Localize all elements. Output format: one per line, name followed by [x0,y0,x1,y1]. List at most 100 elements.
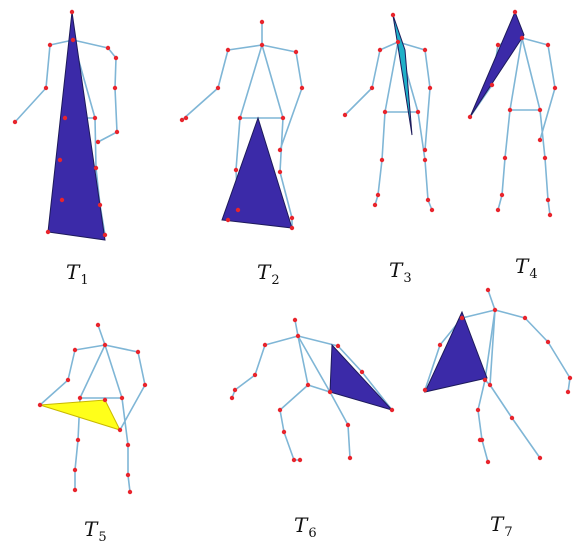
skeleton-joint [281,116,285,120]
skeleton-joint [98,203,102,207]
skeleton-joint [380,158,384,162]
skeleton-bone [122,398,128,445]
skeleton-bone [372,50,380,88]
skeleton-joint [343,113,347,117]
skeleton-bone [490,385,512,418]
skeleton-joint [38,403,42,407]
joint-triangle [393,15,412,135]
skeleton-bone [385,42,398,112]
skeleton-joint [300,86,304,90]
skeleton-joint [546,198,550,202]
skeleton-joint [294,50,298,54]
skeleton-joint [346,423,350,427]
skeleton-joint [66,378,70,382]
skeleton-joint [236,208,240,212]
skeleton-bone [540,110,545,158]
skeleton-joint [60,198,64,202]
skeleton-bone [75,440,78,470]
skeleton-joint [490,83,494,87]
skeleton-joint [566,390,570,394]
label-t2: T2 [257,260,280,288]
skeleton-joint [93,116,97,120]
skeleton-joint [391,13,395,17]
skeleton-joint [460,316,464,320]
skeleton-joint [468,115,472,119]
skeleton-joint [234,168,238,172]
skeleton-bone [348,425,350,458]
skeleton-bone [265,336,298,345]
skeleton-joint [114,56,118,60]
skeleton-bone [280,410,284,432]
skeleton-joint [396,40,400,44]
skeleton-joint [430,208,434,212]
skeleton-bone [345,88,372,115]
skeleton-bone [228,45,262,50]
skeleton-joint [76,438,80,442]
skeleton-bone [298,336,330,392]
skeleton-joint [238,116,242,120]
skeleton-bone [525,318,548,342]
skeleton-joint [293,318,297,322]
skeleton-bone [255,345,265,375]
skeleton-joint [184,116,188,120]
skeleton-joint [538,108,542,112]
skeleton-joint [58,158,62,162]
skeleton-bone [418,112,425,160]
skeleton-bone [284,432,294,460]
skeleton-bone [280,385,308,410]
skeleton-bone [262,45,296,52]
skeleton-bone [68,350,75,380]
skeleton-joint [73,488,77,492]
skeleton-bone [548,200,550,215]
skeleton-bone [80,345,105,398]
skeleton-joint [496,43,500,47]
skeleton-joint [96,323,100,327]
skeleton-joint [103,398,107,402]
skeleton-joint [115,130,119,134]
skeleton-bone [262,45,283,118]
skeleton-joint [44,86,48,90]
skeleton-bone [548,45,555,88]
skeleton-bone [182,88,218,120]
label-t7: T7 [490,512,513,540]
skeleton-joint [373,203,377,207]
skeleton-joint [360,370,364,374]
skeleton-joint [508,108,512,112]
skeleton-joint [292,458,296,462]
skeleton-bone [502,158,505,195]
skeleton-bone [105,345,138,352]
skeleton-bone [498,195,502,210]
pose-panel-t5 [38,323,147,494]
skeleton-bone [295,320,298,336]
skeleton-joint [426,198,430,202]
skeleton-joint [423,388,427,392]
skeleton-joint [290,216,294,220]
skeleton-joint [103,233,107,237]
skeleton-joint [278,148,282,152]
skeleton-bone [425,50,430,88]
skeleton-joint [230,396,234,400]
skeleton-joint [73,348,77,352]
skeleton-joint [260,20,264,24]
skeleton-joint [120,396,124,400]
skeleton-bone [98,325,105,345]
skeleton-bone [482,440,488,462]
skeleton-bone [138,352,145,385]
skeleton-bone [425,160,428,200]
skeleton-joint [126,473,130,477]
skeleton-joint [103,343,107,347]
skeleton-bone [522,38,548,45]
skeleton-joint [253,373,257,377]
skeleton-joint [128,490,132,494]
skeleton-joint [423,158,427,162]
skeleton-joint [553,86,557,90]
skeleton-bone [382,112,385,160]
skeleton-bone [40,380,68,405]
skeleton-joint [278,170,282,174]
skeleton-joint [513,10,517,14]
skeleton-joint [70,10,74,14]
joint-triangle [470,12,524,117]
skeleton-joint [328,390,332,394]
skeleton-joint [118,428,122,432]
skeleton-joint [483,378,487,382]
